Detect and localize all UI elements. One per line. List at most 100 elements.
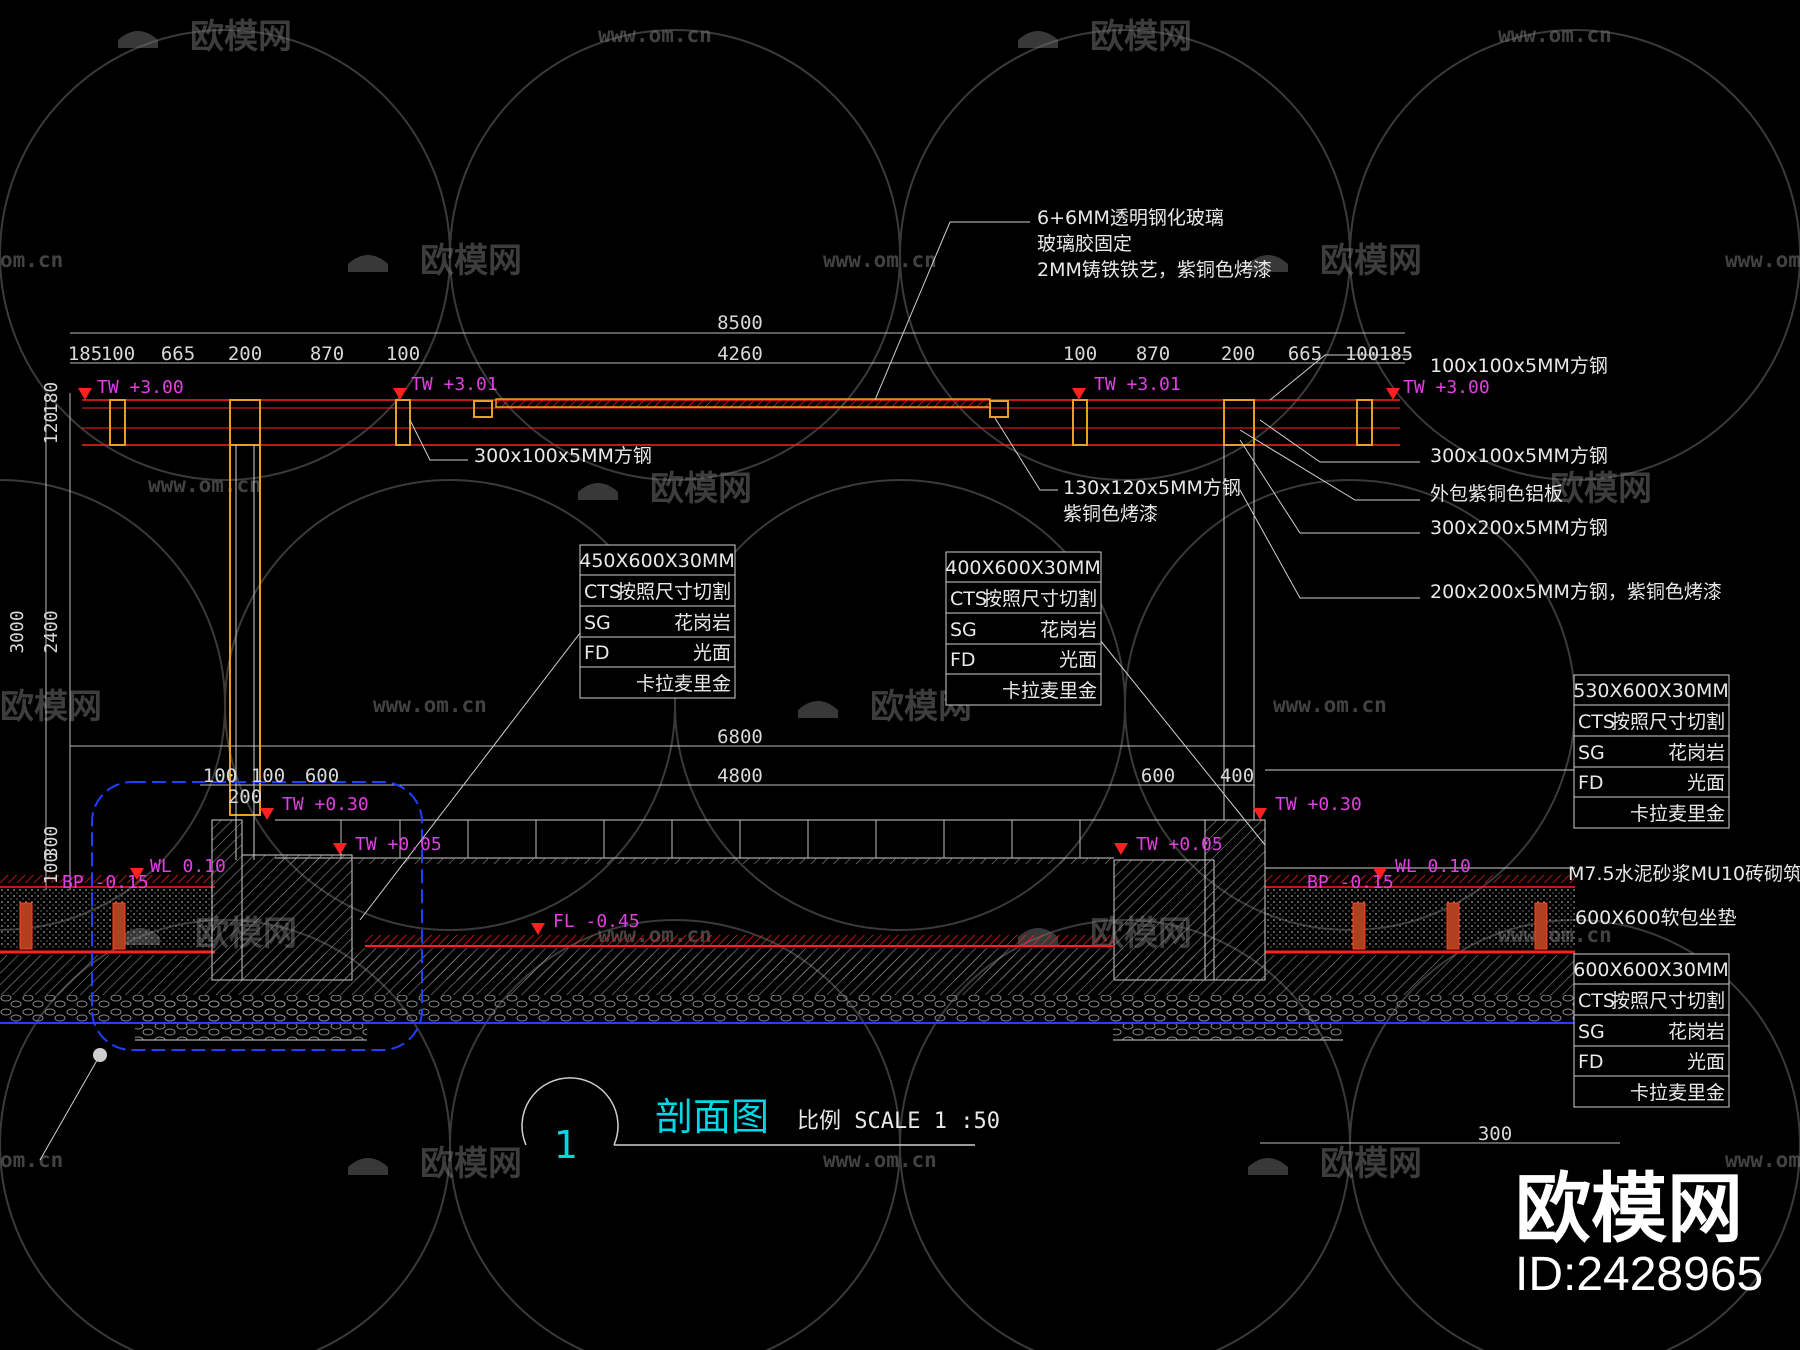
top-dimensions: 8500 4260 185 100 665 200 870 100 100 87… bbox=[68, 312, 1413, 365]
table-value: 按照尺寸切割 bbox=[1611, 711, 1725, 733]
level-tw-mid-right: TW +3.01 bbox=[1094, 374, 1181, 395]
note-cushion: 600X600软包坐垫 bbox=[1575, 907, 1737, 929]
vertical-dimensions: 120 180 3000 2400 100 300 bbox=[7, 382, 62, 885]
drawing-heading: 剖面图 bbox=[655, 1095, 769, 1139]
brand-id: ID:2428965 bbox=[1515, 1248, 1763, 1301]
table-value: 花岗岩 bbox=[1040, 619, 1097, 641]
watermark-url: www.om.cn bbox=[1725, 1148, 1800, 1172]
dim-overall-8500: 8500 bbox=[717, 312, 763, 334]
level-tw-wall-left: TW +0.30 bbox=[282, 794, 369, 815]
leader-lines bbox=[359, 221, 1575, 921]
watermark-brand: 欧模网 bbox=[1320, 241, 1422, 281]
watermark-brand: 欧模网 bbox=[420, 241, 522, 281]
dim-300-bottom: 300 bbox=[1478, 1123, 1512, 1145]
watermark-url: www.om.cn bbox=[823, 248, 937, 272]
table-value: 卡拉麦里金 bbox=[1630, 803, 1725, 825]
table-value: 按照尺寸切割 bbox=[983, 588, 1097, 610]
material-table-3: 530X600X30MM CTS 按照尺寸切割 SG 花岗岩 FD 光面 卡拉麦… bbox=[1573, 674, 1730, 829]
table-value: 花岗岩 bbox=[1668, 1021, 1725, 1043]
table-value: 卡拉麦里金 bbox=[1630, 1082, 1725, 1104]
dim-185-right: 185 bbox=[1379, 343, 1413, 365]
table-code: SG bbox=[1578, 742, 1605, 764]
level-bp-left: BP -0.15 bbox=[62, 872, 149, 893]
material-table-4: 600X600X30MM CTS 按照尺寸切割 SG 花岗岩 FD 光面 卡拉麦… bbox=[1573, 953, 1730, 1108]
dim-100-a: 100 bbox=[203, 765, 237, 787]
dim-100-mid-left: 100 bbox=[386, 343, 420, 365]
dim-v-2400: 2400 bbox=[41, 610, 62, 653]
table-size: 530X600X30MM bbox=[1573, 680, 1729, 702]
dim-v-3000: 3000 bbox=[7, 610, 28, 653]
dim-v-100: 100 bbox=[41, 852, 62, 885]
dim-v-180: 180 bbox=[41, 382, 62, 415]
callout-notes: 6+6MM透明钢化玻璃 玻璃胶固定 2MM铸铁铁艺，紫铜色烤漆 100x100x… bbox=[474, 207, 1800, 929]
watermark-url: www.om.cn bbox=[823, 1148, 937, 1172]
table-value: 光面 bbox=[1687, 772, 1725, 794]
table-value: 卡拉麦里金 bbox=[1002, 680, 1097, 702]
columns bbox=[229, 444, 1255, 860]
dim-6800: 6800 bbox=[717, 726, 763, 748]
dim-100-right: 100 bbox=[1345, 343, 1379, 365]
watermark-url: www.om.cn bbox=[1725, 248, 1800, 272]
dim-185-left: 185 bbox=[68, 343, 102, 365]
dim-200-lower: 200 bbox=[228, 786, 262, 808]
watermark-url: www.om.cn bbox=[148, 473, 262, 497]
dim-4260: 4260 bbox=[717, 343, 763, 365]
table-size: 400X600X30MM bbox=[945, 557, 1101, 579]
dim-870-left: 870 bbox=[310, 343, 344, 365]
table-size: 600X600X30MM bbox=[1573, 959, 1729, 981]
drawing-title: 1 剖面图 比例 SCALE 1 :50 bbox=[521, 1077, 1000, 1167]
dim-200-right: 200 bbox=[1221, 343, 1255, 365]
dim-100-left: 100 bbox=[101, 343, 135, 365]
table-code: FD bbox=[584, 642, 610, 664]
material-table-1: 450X600X30MM CTS 按照尺寸切割 SG 花岗岩 FD 光面 卡拉麦… bbox=[579, 544, 736, 699]
table-code: CTS bbox=[584, 581, 621, 603]
table-value: 花岗岩 bbox=[1668, 742, 1725, 764]
brand-stamp: 欧模网 ID:2428965 bbox=[1515, 1164, 1763, 1301]
dim-v-120: 120 bbox=[41, 412, 62, 445]
watermark-url: om.cn bbox=[0, 248, 63, 272]
roof-structure bbox=[82, 398, 1400, 446]
watermark-url: om.cn bbox=[0, 1148, 63, 1172]
note-cladding: 外包紫铜色铝板 bbox=[1430, 483, 1563, 505]
level-tw-step-right: TW +0.05 bbox=[1136, 834, 1223, 855]
dim-v-300: 300 bbox=[41, 826, 62, 859]
table-value: 卡拉麦里金 bbox=[636, 673, 731, 695]
watermark-brand: 欧模网 bbox=[420, 1144, 522, 1184]
note-steel-300-left: 300x100x5MM方钢 bbox=[474, 445, 652, 467]
dim-600-right: 600 bbox=[1141, 765, 1175, 787]
note-steel-200x200: 200x200x5MM方钢，紫铜色烤漆 bbox=[1430, 581, 1722, 603]
table-value: 按照尺寸切割 bbox=[1611, 990, 1725, 1012]
dim-200-left: 200 bbox=[228, 343, 262, 365]
level-tw-mid-left: TW +3.01 bbox=[411, 374, 498, 395]
note-mortar: M7.5水泥砂浆MU10砖砌筑 bbox=[1568, 863, 1800, 885]
lower-dimensions: 6800 4800 100 100 600 200 600 400 300 bbox=[203, 726, 1512, 1145]
table-code: SG bbox=[584, 612, 611, 634]
table-code: FD bbox=[950, 649, 976, 671]
dim-870-right: 870 bbox=[1136, 343, 1170, 365]
watermark-brand: 欧模网 bbox=[1320, 1144, 1422, 1184]
watermark-brand: 欧模网 bbox=[1550, 469, 1652, 509]
level-tw-right: TW +3.00 bbox=[1403, 377, 1490, 398]
table-code: CTS bbox=[950, 588, 987, 610]
scale-label: 比例 SCALE 1 :50 bbox=[797, 1109, 1000, 1134]
table-code: FD bbox=[1578, 1051, 1604, 1073]
table-value: 按照尺寸切割 bbox=[617, 581, 731, 603]
table-code: SG bbox=[950, 619, 977, 641]
dim-600-left: 600 bbox=[305, 765, 339, 787]
detail-number: 1 bbox=[554, 1123, 578, 1167]
note-steel-300-right: 300x100x5MM方钢 bbox=[1430, 445, 1608, 467]
note-glass-1: 6+6MM透明钢化玻璃 bbox=[1037, 207, 1224, 229]
level-triangles bbox=[78, 388, 1400, 935]
dimension-lines bbox=[45, 332, 1620, 1144]
dim-665-right: 665 bbox=[1288, 343, 1322, 365]
table-code: SG bbox=[1578, 1021, 1605, 1043]
dim-665-left: 665 bbox=[161, 343, 195, 365]
watermark-url: www.om.cn bbox=[1498, 23, 1612, 47]
watermark-url: www.om.cn bbox=[1273, 693, 1387, 717]
table-value: 光面 bbox=[1059, 649, 1097, 671]
level-wl-right: WL 0.10 bbox=[1395, 856, 1471, 877]
table-value: 光面 bbox=[693, 642, 731, 664]
dim-100-b: 100 bbox=[251, 765, 285, 787]
dim-4800: 4800 bbox=[717, 765, 763, 787]
level-tw-wall-right: TW +0.30 bbox=[1275, 794, 1362, 815]
